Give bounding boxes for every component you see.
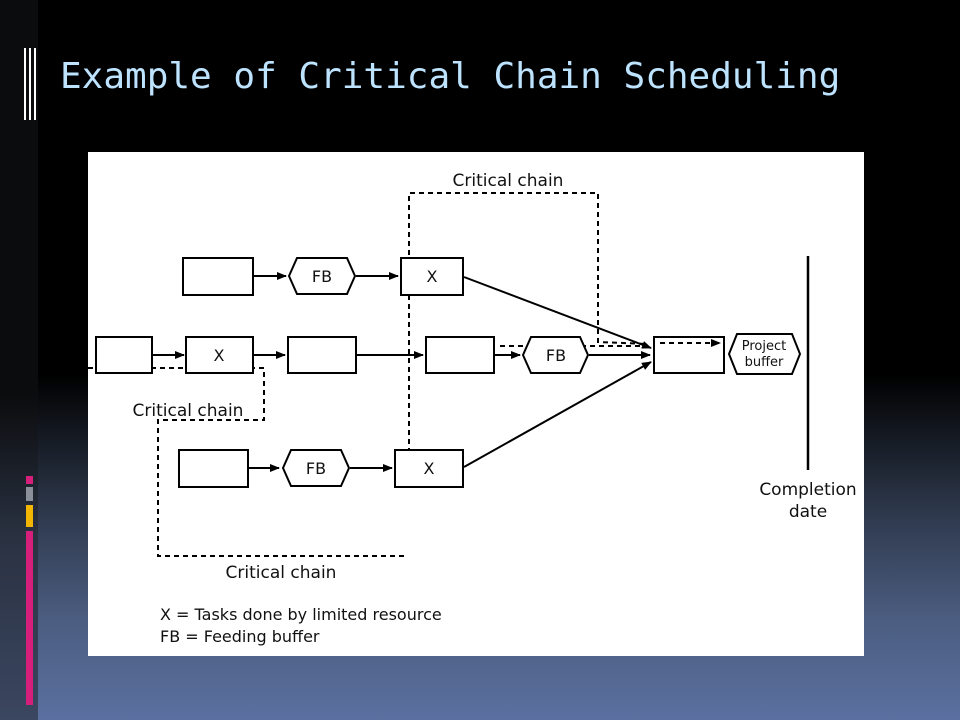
critical-chain-label-bottom: Critical chain	[226, 563, 337, 583]
legend-x: X = Tasks done by limited resource	[160, 605, 442, 624]
fb-label-row3: FB	[306, 459, 326, 478]
task-x-row1	[400, 257, 464, 296]
task-x-row3	[394, 449, 464, 488]
fb-label-row2: FB	[546, 346, 566, 365]
critical-chain-label-top: Critical chain	[453, 171, 564, 191]
completion-label-line1: Completion	[759, 480, 856, 500]
color-bar-magenta-long	[26, 531, 33, 705]
x-label-row2: X	[214, 346, 225, 365]
task-x-row2	[185, 336, 254, 374]
completion-label-line2: date	[789, 502, 827, 522]
critical-chain-diagram: FB X X FB Project buffer Completion date	[88, 152, 864, 656]
project-buffer-label-line2: buffer	[745, 355, 784, 370]
task-box-row2-1	[95, 336, 153, 374]
color-bar-magenta-top	[26, 476, 33, 484]
feeding-buffer-row3	[281, 449, 351, 487]
project-buffer-shape	[727, 333, 802, 375]
color-bar-gray	[26, 487, 33, 501]
task-box-row3-1	[178, 449, 249, 488]
legend-fb: FB = Feeding buffer	[160, 627, 320, 646]
color-bar-gold	[26, 505, 33, 527]
feeding-buffer-row1	[287, 257, 357, 295]
fb-label-row1: FB	[312, 267, 332, 286]
project-buffer-label-line1: Project	[742, 339, 786, 354]
title-decoration-lines	[22, 48, 38, 120]
diagram-svg: FB X X FB Project buffer Completion date	[88, 171, 857, 646]
task-box-row2-4	[425, 336, 495, 374]
critical-chain-label-left: Critical chain	[133, 401, 244, 421]
x-label-row1: X	[427, 267, 438, 286]
x-label-row3: X	[424, 459, 435, 478]
task-box-row2-3	[287, 336, 357, 374]
feeding-buffer-row2	[521, 336, 590, 374]
arrow-row1-to-final	[463, 276, 652, 349]
slide-title: Example of Critical Chain Scheduling	[60, 56, 841, 97]
task-box-row1-1	[182, 257, 254, 296]
arrow-row3-to-final	[463, 361, 652, 468]
